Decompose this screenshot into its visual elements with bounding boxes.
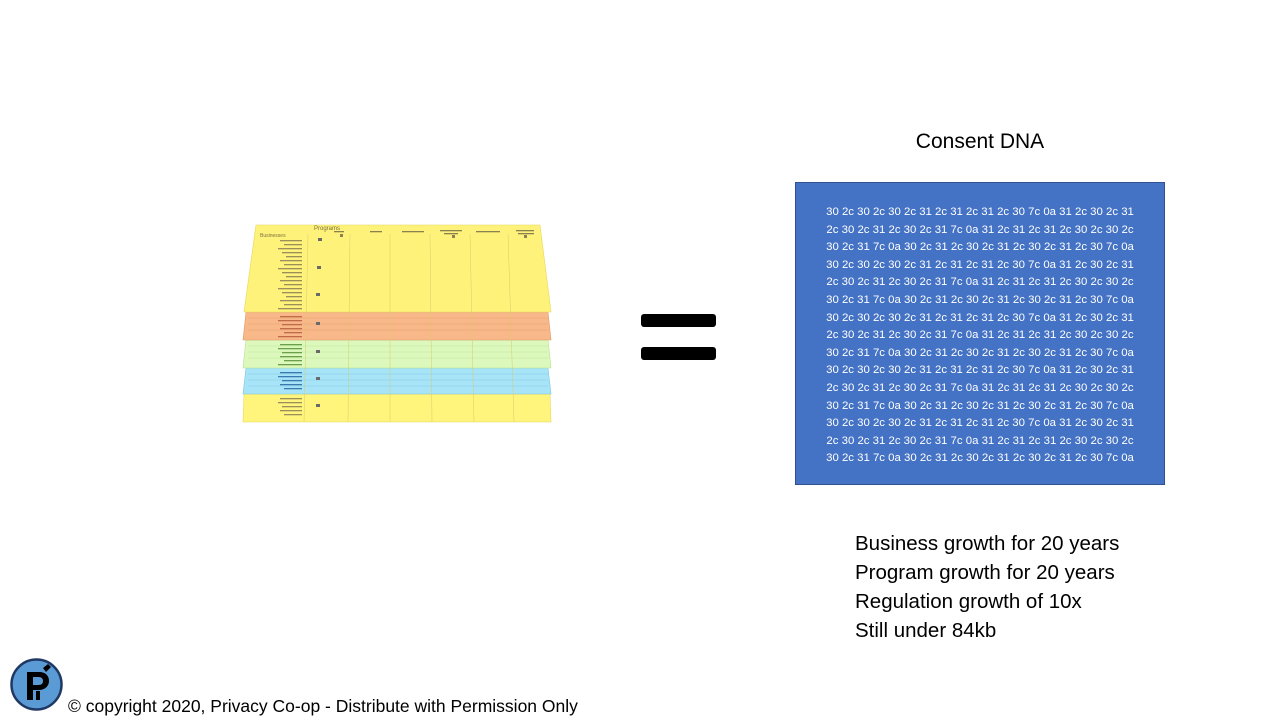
growth-line-business: Business growth for 20 years <box>855 532 1120 555</box>
hex-line: 30 2c 30 2c 30 2c 31 2c 31 2c 31 2c 30 7… <box>826 311 1134 324</box>
growth-list: Business growth for 20 years Program gro… <box>855 529 1119 645</box>
sheets-svg: Programs Businesses <box>242 224 552 423</box>
hex-line: 30 2c 31 7c 0a 30 2c 31 2c 30 2c 31 2c 3… <box>826 241 1134 254</box>
hex-line: 30 2c 30 2c 30 2c 31 2c 31 2c 31 2c 30 7… <box>826 364 1134 377</box>
hex-line: 2c 30 2c 31 2c 30 2c 31 7c 0a 31 2c 31 2… <box>826 276 1134 289</box>
privacy-coop-logo-icon <box>10 658 63 711</box>
hex-line: 2c 30 2c 31 2c 30 2c 31 7c 0a 31 2c 31 2… <box>826 381 1134 394</box>
sheet-row-labels-bottom <box>278 398 302 416</box>
sheet-yellow-top <box>243 224 552 313</box>
sheet-markers <box>316 238 322 407</box>
sheet-row-labels-blue <box>278 372 302 390</box>
hex-line: 30 2c 31 7c 0a 30 2c 31 2c 30 2c 31 2c 3… <box>826 346 1134 359</box>
stacked-sheets-graphic: Programs Businesses <box>240 222 556 426</box>
hex-line: 2c 30 2c 31 2c 30 2c 31 7c 0a 31 2c 31 2… <box>826 434 1134 447</box>
sheet-row-labels <box>278 240 302 310</box>
equals-sign-top-bar <box>641 314 716 327</box>
hex-line: 2c 30 2c 31 2c 30 2c 31 7c 0a 31 2c 31 2… <box>826 329 1134 342</box>
growth-line-size: Still under 84kb <box>855 619 997 642</box>
hex-line: 30 2c 31 7c 0a 30 2c 31 2c 30 2c 31 2c 3… <box>826 399 1134 412</box>
hex-line: 30 2c 30 2c 30 2c 31 2c 31 2c 31 2c 30 7… <box>826 206 1134 218</box>
sheet-column-headers <box>334 230 534 238</box>
hex-line: 30 2c 31 7c 0a 30 2c 31 2c 30 2c 31 2c 3… <box>826 452 1134 465</box>
hex-line: 2c 30 2c 31 2c 30 2c 31 7c 0a 31 2c 31 2… <box>826 223 1134 236</box>
sheets-row-header-label: Businesses <box>260 233 286 239</box>
hex-line: 30 2c 30 2c 30 2c 31 2c 31 2c 31 2c 30 7… <box>826 417 1134 430</box>
equals-sign-bottom-bar <box>641 347 716 360</box>
sheet-row-labels-green <box>278 344 302 366</box>
growth-line-program: Program growth for 20 years <box>855 561 1115 584</box>
sheet-row-labels-orange <box>278 316 302 338</box>
consent-dna-title: Consent DNA <box>915 130 1045 153</box>
sheets-header-label: Programs <box>314 226 340 232</box>
consent-dna-hex-box: 30 2c 30 2c 30 2c 31 2c 31 2c 31 2c 30 7… <box>795 182 1165 485</box>
hex-line: 30 2c 30 2c 30 2c 31 2c 31 2c 31 2c 30 7… <box>826 258 1134 271</box>
hex-line: 30 2c 31 7c 0a 30 2c 31 2c 30 2c 31 2c 3… <box>826 293 1134 306</box>
copyright-footer: © copyright 2020, Privacy Co-op - Distri… <box>68 696 578 716</box>
growth-line-regulation: Regulation growth of 10x <box>855 590 1082 613</box>
sheet-grid-lines <box>303 233 515 423</box>
